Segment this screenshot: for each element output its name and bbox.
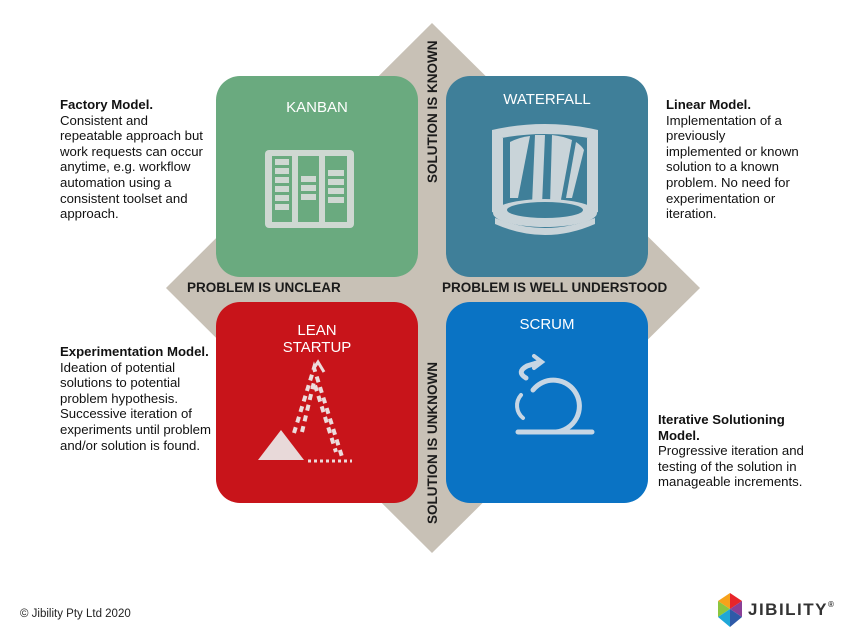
waterfall-title: WATERFALL: [503, 91, 591, 108]
copyright-notice: © Jibility Pty Ltd 2020: [20, 608, 131, 620]
iterative-model-heading: Iterative Solutioning Model.: [658, 412, 785, 443]
factory-model-description: Factory Model. Consistent and repeatable…: [60, 97, 210, 222]
factory-model-heading: Factory Model.: [60, 97, 154, 112]
brand-name: JIBILITY®: [748, 600, 835, 620]
linear-model-text: Implementation of a previously implement…: [666, 112, 799, 222]
experimentation-model-description: Experimentation Model. Ideation of poten…: [60, 344, 212, 453]
experimentation-model-text: Ideation of potential solutions to poten…: [60, 359, 211, 453]
quadrant-waterfall: WATERFALL: [446, 76, 648, 277]
axis-label-solution-unknown: SOLUTION IS UNKNOWN: [425, 362, 440, 524]
axis-label-problem-unclear: PROBLEM IS UNCLEAR: [187, 280, 341, 295]
registered-mark: ®: [828, 600, 836, 609]
iterative-model-text: Progressive iteration and testing of the…: [658, 443, 804, 490]
iterative-model-description: Iterative Solutioning Model. Progressive…: [658, 412, 808, 490]
scrum-tile: [446, 302, 648, 503]
brand-logo: JIBILITY®: [718, 592, 835, 628]
experimentation-model-heading: Experimentation Model.: [60, 344, 209, 359]
quadrant-lean-startup: LEAN STARTUP: [216, 302, 418, 503]
linear-model-description: Linear Model. Implementation of a previo…: [666, 97, 804, 222]
quadrant-kanban: KANBAN: [216, 76, 418, 277]
axis-label-problem-understood: PROBLEM IS WELL UNDERSTOOD: [442, 280, 668, 295]
factory-model-text: Consistent and repeatable approach but w…: [60, 112, 203, 222]
lean-title-line2: STARTUP: [283, 339, 352, 356]
jibility-logo-icon: [718, 593, 742, 627]
waterfall-icon: [492, 124, 598, 235]
mountain-climb-icon: [258, 359, 352, 463]
scrum-title: SCRUM: [520, 316, 575, 333]
kanban-board-icon: [265, 150, 354, 228]
sprint-cycle-icon: [515, 354, 595, 435]
lean-title-line1: LEAN: [297, 322, 336, 339]
linear-model-heading: Linear Model.: [666, 97, 751, 112]
quadrant-scrum: SCRUM: [446, 302, 648, 503]
axis-label-solution-known: SOLUTION IS KNOWN: [425, 41, 440, 184]
waterfall-tile: [446, 76, 648, 277]
brand-text: JIBILITY: [748, 600, 829, 619]
kanban-title: KANBAN: [286, 99, 348, 116]
